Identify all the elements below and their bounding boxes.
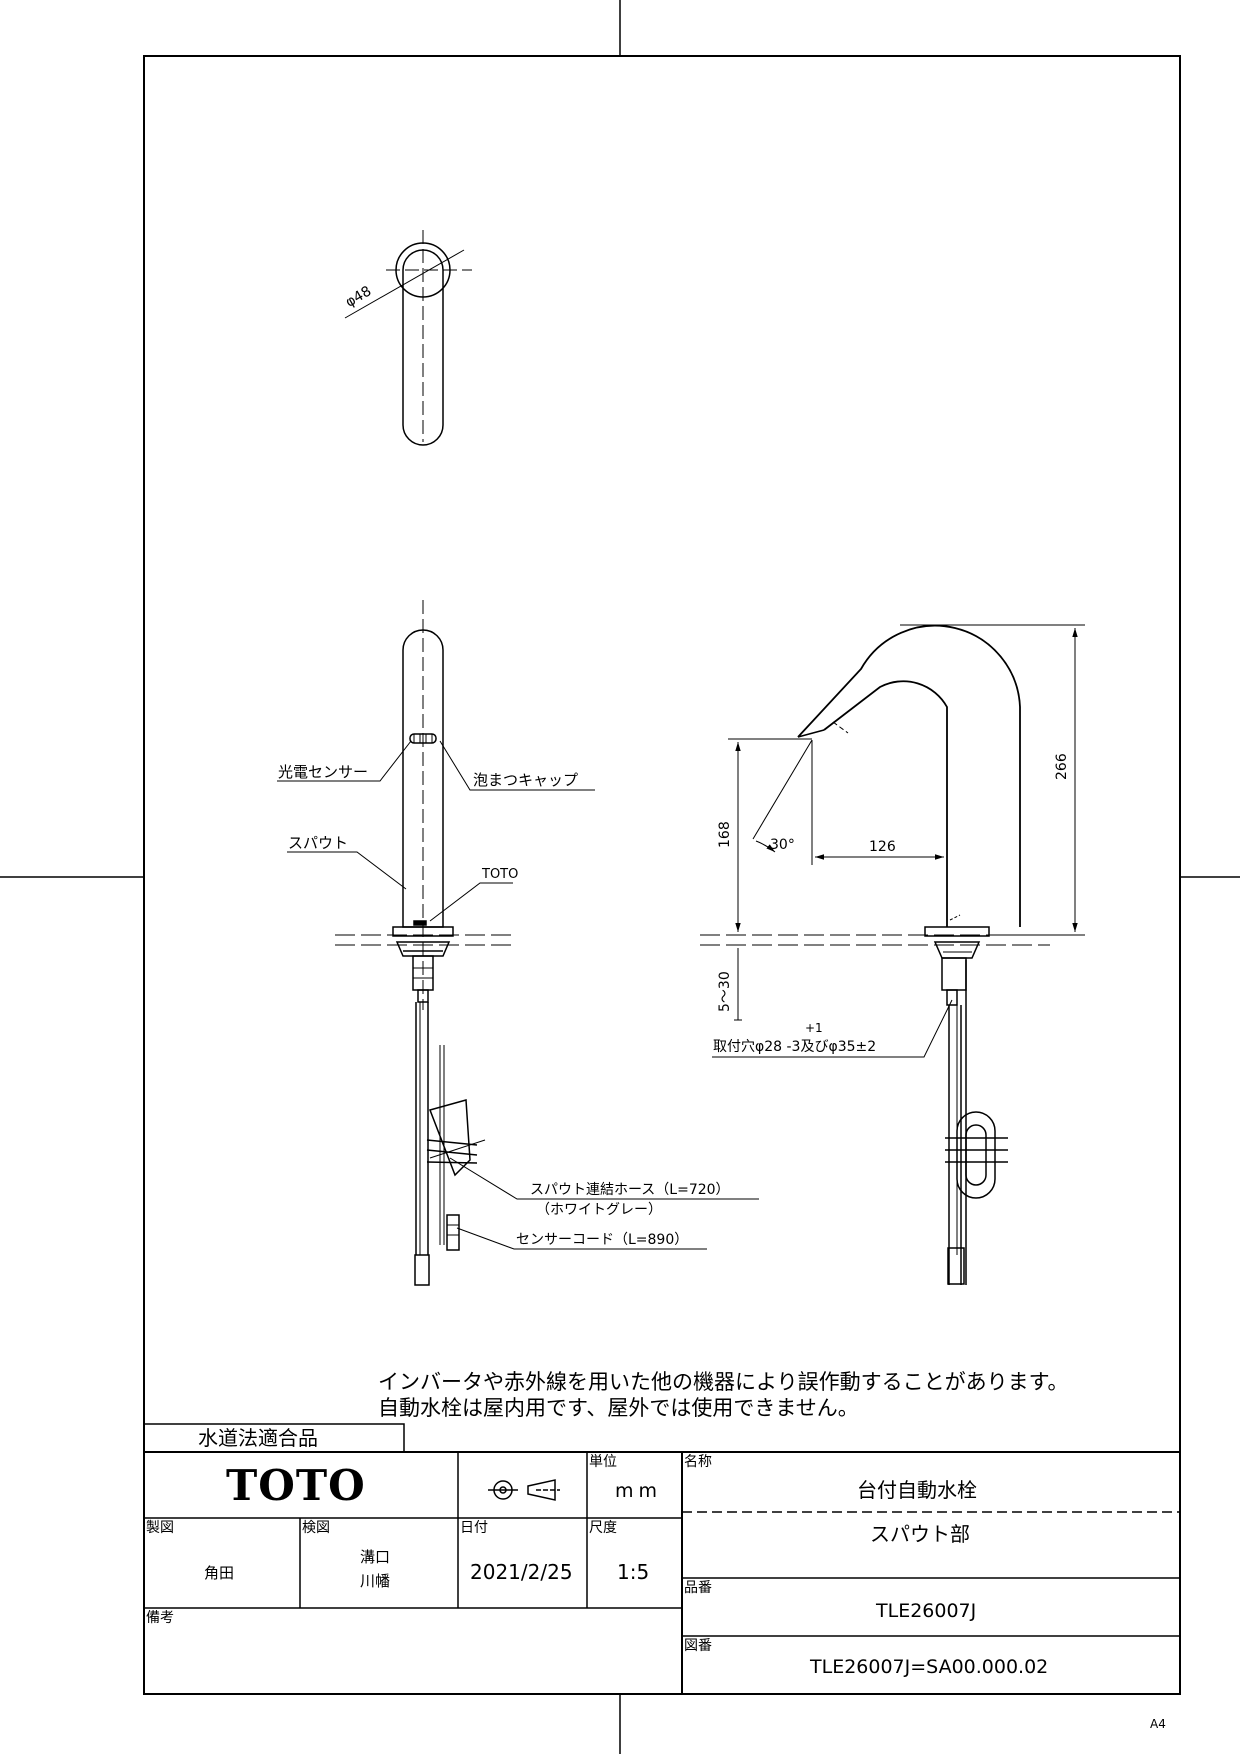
drawing-frame	[143, 55, 1181, 1695]
toto-mark-label: TOTO	[482, 867, 519, 882]
remarks-label: 備考	[146, 1610, 174, 1626]
drawing-no-value: TLE26007J=SA00.000.02	[810, 1656, 1049, 1678]
dimension-deck: 5～30	[717, 971, 733, 1012]
drawn-label: 製図	[146, 1520, 174, 1536]
scale-value: 1:5	[617, 1560, 650, 1584]
dimension-266: 266	[1054, 753, 1070, 780]
note-line-2: 自動水栓は屋内用です、屋外では使用できません。	[378, 1396, 859, 1420]
front-view	[335, 600, 515, 1286]
product-no-value: TLE26007J	[876, 1600, 977, 1622]
note-line-1: インバータや赤外線を用いた他の機器により誤作動することがあります。	[378, 1370, 1069, 1394]
checked-value-1: 溝口	[360, 1548, 391, 1566]
hose-label: スパウト連結ホース（L=720）	[530, 1182, 730, 1198]
projection-symbol	[488, 1479, 560, 1501]
sensor-cord-label: センサーコード（L=890）	[516, 1232, 689, 1248]
unit-label: 単位	[589, 1454, 617, 1470]
checked-label: 検図	[302, 1520, 330, 1536]
drawn-value: 角田	[204, 1564, 235, 1582]
name-value: 台付自動水栓	[857, 1478, 977, 1502]
spout-label: スパウト	[288, 834, 349, 852]
angle-30: 30°	[770, 837, 795, 853]
paper-size-label: A4	[1150, 1717, 1166, 1731]
side-view	[797, 624, 1021, 1285]
side-view-dimensions	[700, 624, 1085, 1058]
drawing-no-label: 図番	[684, 1638, 712, 1654]
front-view-leaders	[277, 740, 759, 1250]
subname-value: スパウト部	[870, 1522, 970, 1546]
certification-label: 水道法適合品	[198, 1426, 318, 1450]
name-label: 名称	[684, 1454, 712, 1470]
hose-color-label: （ホワイトグレー）	[536, 1202, 662, 1218]
date-label: 日付	[460, 1520, 488, 1536]
hole-tolerance-plus: +1	[805, 1021, 823, 1035]
date-value: 2021/2/25	[470, 1560, 573, 1584]
checked-value-2: 川幡	[360, 1572, 391, 1590]
dimension-168: 168	[717, 821, 733, 848]
scale-label: 尺度	[589, 1520, 617, 1536]
unit-value: mm	[615, 1480, 663, 1502]
photo-sensor-label: 光電センサー	[278, 763, 369, 781]
aerator-cap-label: 泡まつキャップ	[473, 771, 579, 789]
product-no-label: 品番	[684, 1580, 712, 1596]
toto-logo: TOTO	[226, 1461, 366, 1510]
top-view	[344, 230, 472, 446]
mounting-hole-label: 取付穴φ28 -3及びφ35±2	[713, 1039, 877, 1055]
title-block-lines	[143, 1423, 1180, 1694]
dimension-126: 126	[869, 839, 896, 855]
